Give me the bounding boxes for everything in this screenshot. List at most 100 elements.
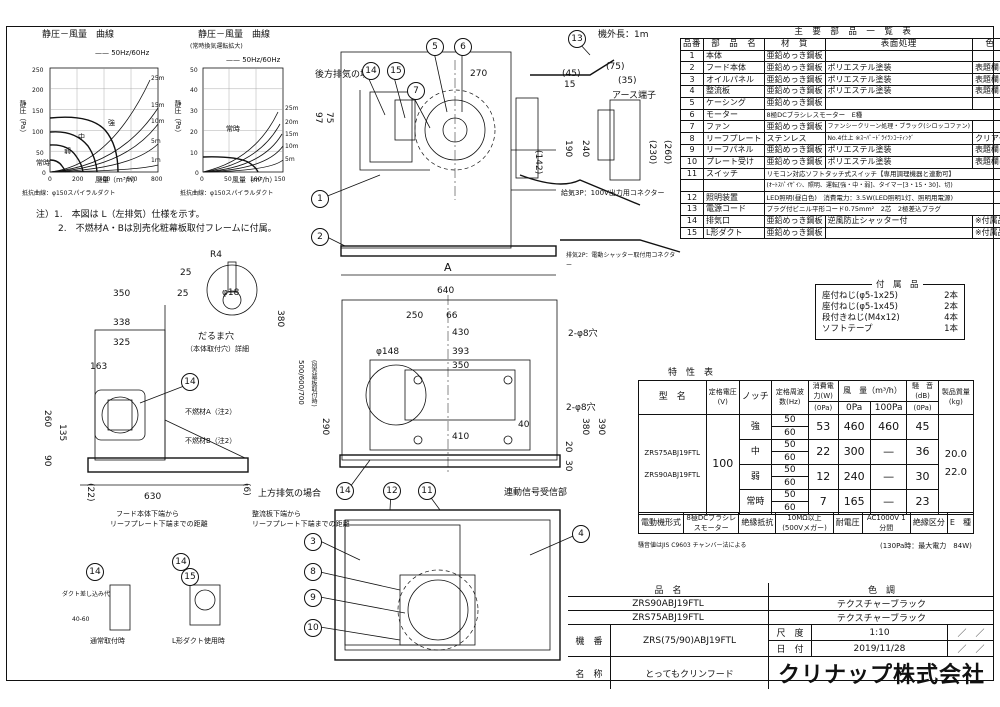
- parts-cell: [703, 179, 765, 193]
- spec-cell: 23: [906, 488, 939, 515]
- accessory-qty: 4本: [944, 313, 958, 323]
- chart-left-curve-label: 強: [108, 119, 115, 127]
- chart-right-xlabel: 風量（m³/h）: [232, 176, 277, 184]
- parts-cell: 4: [679, 84, 705, 98]
- dim: 325: [113, 338, 131, 348]
- chart-right-ytick: 10: [190, 150, 198, 157]
- spec-weight: 20.0: [944, 449, 967, 460]
- parts-row: 9リーフパネル亜鉛めっき鋼板ポリエステル塗装表題欄による: [679, 143, 1000, 157]
- parts-cell: 亜鉛めっき鋼板: [763, 61, 826, 75]
- dim: 66: [446, 311, 458, 321]
- label-connector-1: 給気3P：100V出力用コネクター: [561, 189, 665, 197]
- spec-cell: 12: [807, 463, 839, 490]
- misc-cell: 電動機形式: [638, 512, 684, 534]
- spec-cell: —: [869, 438, 908, 465]
- daruma-detail: [206, 261, 258, 316]
- parts-cell: ※付属品: [971, 214, 1000, 228]
- chart-left-xtick: 200: [72, 176, 84, 183]
- chart-right-ytick: 20: [190, 129, 198, 136]
- title-color-1: テクスチャーブラック: [767, 596, 994, 611]
- accessory-qty: 2本: [944, 291, 958, 301]
- label-duct-range: 40-60: [72, 616, 90, 623]
- parts-col-name: 部 品 名: [703, 37, 765, 51]
- misc-cell: 8極DCブラシレスモーター: [682, 512, 740, 534]
- parts-cell: 整流板: [703, 84, 765, 98]
- dim: (230): [647, 140, 657, 165]
- dim: 270: [470, 69, 488, 79]
- callout-6: 6: [454, 38, 472, 56]
- spec-col-freq: 定格周波数(Hz): [770, 380, 809, 415]
- parts-cell: 8: [679, 132, 705, 145]
- chart-left-xtick: 800: [151, 176, 163, 183]
- misc-cell: E 種: [946, 512, 975, 534]
- parts-cell: 表題欄による: [971, 143, 1000, 157]
- dim: 25: [180, 268, 192, 278]
- label-daruma: だるま穴: [198, 332, 235, 342]
- chart-left-ytick: 250: [32, 67, 44, 74]
- accessory-qty: 2本: [944, 302, 958, 312]
- chart-right-ytick: 0: [195, 170, 199, 177]
- accessory-name: 座付ねじ(φ5-1x45): [822, 302, 898, 312]
- title-scale-label: 尺 度: [767, 624, 812, 641]
- spec-col-voltage: 定格電圧(V): [705, 380, 740, 415]
- misc-cell: 耐電圧: [832, 512, 863, 534]
- spec-cell: 60: [770, 451, 809, 465]
- spec-cell: 460: [869, 413, 908, 440]
- parts-cell: リモコン対応ソフトタッチ式スイッチ【専用調理機器と連動可】: [763, 167, 1000, 181]
- dim: (35): [618, 76, 637, 86]
- callout-8: 8: [304, 563, 322, 581]
- spec-table-title: 特 性 表: [668, 368, 714, 378]
- note-2: 2. 不燃材A・Bは別売化粧幕板取付フレームに付属。: [58, 224, 277, 234]
- dim: 163: [90, 362, 108, 372]
- parts-table-body: 1本体亜鉛めっき鋼板2フード本体亜鉛めっき鋼板ポリエステル塗装表題欄による3オイ…: [679, 49, 1000, 240]
- parts-cell: 2: [679, 61, 705, 75]
- parts-cell: 11: [679, 167, 705, 181]
- chart-right-footnote: 抵抗曲線：φ150スパイラルダクト: [180, 190, 274, 197]
- spec-col-notch: ノッチ: [738, 380, 772, 415]
- parts-cell: プレート受け: [703, 155, 765, 169]
- dim: (75): [606, 62, 625, 72]
- label-earth: アース端子: [612, 91, 657, 101]
- chart-left-duct-label: 5m: [151, 138, 161, 145]
- dim: (45): [562, 69, 581, 79]
- parts-cell: ファンシークリーン処理・ブラック(シロッコファン): [824, 120, 973, 134]
- spec-cell: 240: [837, 463, 871, 490]
- chart-left-duct-label: 10m: [151, 118, 165, 125]
- title-color-2: テクスチャーブラック: [767, 610, 994, 625]
- parts-row: 2フード本体亜鉛めっき鋼板ポリエステル塗装表題欄による: [679, 61, 1000, 75]
- spec-cell: 弱: [738, 463, 772, 490]
- title-h-model: 品 名: [568, 583, 769, 597]
- parts-cell: 亜鉛めっき鋼板: [763, 73, 826, 86]
- accessory-name: 座付ねじ(φ5-1x25): [822, 291, 898, 301]
- spec-table: 型 名 定格電圧(V) ノッチ 定格周波数(Hz) 消費電力(W) 風 量（m³…: [638, 380, 975, 515]
- title-model-2: ZRS75ABJ19FTL: [568, 610, 769, 625]
- label-hood-2: リーフプレート下端までの距離: [110, 520, 208, 528]
- dim: 630: [144, 492, 162, 502]
- chart-left-footnote: 抵抗曲線：φ150スパイラルダクト: [22, 190, 116, 197]
- spec-cell: 50: [770, 438, 809, 452]
- chart-right-xtick: 100: [250, 176, 262, 183]
- callout-9: 9: [304, 589, 322, 607]
- label-r4: R4: [210, 250, 222, 260]
- parts-cell: 電源コード: [703, 202, 765, 216]
- dim: 350: [113, 289, 131, 299]
- parts-cell: [824, 226, 973, 240]
- spec-col-power: 消費電力(W): [807, 380, 839, 402]
- title-name: とってもクリンフード: [610, 656, 769, 689]
- parts-cell: ステンレス: [763, 132, 826, 145]
- chart-right-duct-label: 5m: [285, 156, 295, 163]
- parts-cell: 表題欄による: [971, 61, 1000, 75]
- label-hole-2: 2-φ8穴: [566, 403, 596, 413]
- parts-cell: 表題欄による: [971, 155, 1000, 169]
- label-duct-note: ダクト差し込み代: [62, 591, 111, 598]
- accessory-item: 座付ねじ(φ5-1x45) 2本: [822, 302, 958, 313]
- chart-left-ytick: 100: [32, 129, 44, 136]
